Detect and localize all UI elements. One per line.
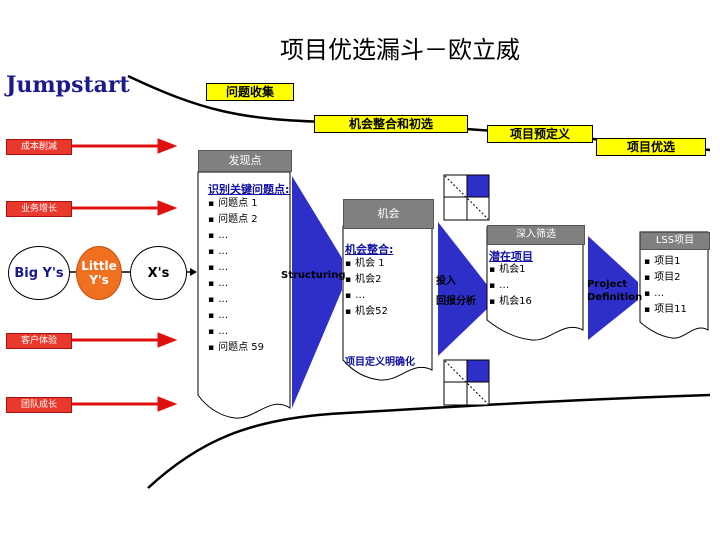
list-item: 项目2 xyxy=(644,270,687,286)
funnel-arrow-3 xyxy=(588,236,638,340)
brand-logo-text: Jumpstart xyxy=(6,72,130,98)
list-item: … xyxy=(208,308,264,324)
doc4-header: LSS项目 xyxy=(640,232,710,250)
stage-label-predefinition: 项目预定义 xyxy=(487,125,593,143)
circle-xs: X's xyxy=(130,246,187,300)
source-box-cost: 成本削减 xyxy=(6,139,72,155)
doc2-header: 机会 xyxy=(343,199,434,229)
list-item: 问题点 2 xyxy=(208,212,264,228)
red-arrow-cost xyxy=(72,138,178,154)
list-item: … xyxy=(208,276,264,292)
list-item: … xyxy=(208,260,264,276)
doc2-item-list: 机会 1 机会2 … 机会52 xyxy=(345,256,388,320)
source-box-team: 团队成长 xyxy=(6,397,72,413)
circle-little-ys: Little Y's xyxy=(76,246,122,300)
list-item: 项目1 xyxy=(644,254,687,270)
doc2-footer: 项目定义明确化 xyxy=(345,357,415,368)
list-item: 问题点 59 xyxy=(208,340,264,356)
doc1-item-list: 问题点 1 问题点 2 … … … … … … … 问题点 59 xyxy=(208,196,264,356)
red-arrow-customer xyxy=(72,332,178,348)
funnel-bottom-curve xyxy=(147,393,711,489)
funnel-arrow-1 xyxy=(292,176,342,408)
stage-label-collection: 问题收集 xyxy=(206,83,294,101)
list-item: … xyxy=(644,286,687,302)
list-item: … xyxy=(208,324,264,340)
structuring-label: Structuring xyxy=(281,270,346,281)
list-item: 机会 1 xyxy=(345,256,388,272)
source-box-growth: 业务增长 xyxy=(6,201,72,217)
grid-2 xyxy=(443,359,490,406)
stage-label-selection: 项目优选 xyxy=(596,138,706,156)
source-box-customer: 客户体验 xyxy=(6,333,72,349)
list-item: 机会2 xyxy=(345,272,388,288)
list-item: 机会52 xyxy=(345,304,388,320)
roi-label-line1: 投入 xyxy=(436,276,456,287)
doc3-item-list: 机会1 … 机会16 xyxy=(489,262,532,310)
grid-1 xyxy=(443,174,490,221)
funnel-arrow-2 xyxy=(438,222,488,356)
list-item: 项目11 xyxy=(644,302,687,318)
project-definition-line2: Definition xyxy=(587,292,643,303)
list-item: … xyxy=(208,228,264,244)
circle-big-ys: Big Y's xyxy=(8,246,70,300)
list-item: 机会1 xyxy=(489,262,532,278)
doc1-subtitle: 识别关键问题点: xyxy=(208,183,290,196)
list-item: … xyxy=(345,288,388,304)
red-arrow-growth xyxy=(72,200,178,216)
doc2-subtitle: 机会整合: xyxy=(345,243,394,256)
doc3-subtitle: 潜在项目 xyxy=(489,250,533,263)
list-item: 问题点 1 xyxy=(208,196,264,212)
list-item: … xyxy=(208,244,264,260)
red-arrow-team xyxy=(72,396,178,412)
doc4-item-list: 项目1 项目2 … 项目11 xyxy=(644,254,687,318)
roi-label-line2: 回报分析 xyxy=(436,296,476,307)
doc3-header: 深入筛选 xyxy=(487,225,585,245)
stage-label-integration: 机会整合和初选 xyxy=(314,115,468,133)
list-item: 机会16 xyxy=(489,294,532,310)
list-item: … xyxy=(208,292,264,308)
document-3-shape xyxy=(486,226,584,341)
list-item: … xyxy=(489,278,532,294)
page-title: 项目优选漏斗－欧立威 xyxy=(280,36,520,64)
doc1-header: 发现点 xyxy=(198,150,292,172)
project-definition-line1: Project xyxy=(587,279,628,290)
